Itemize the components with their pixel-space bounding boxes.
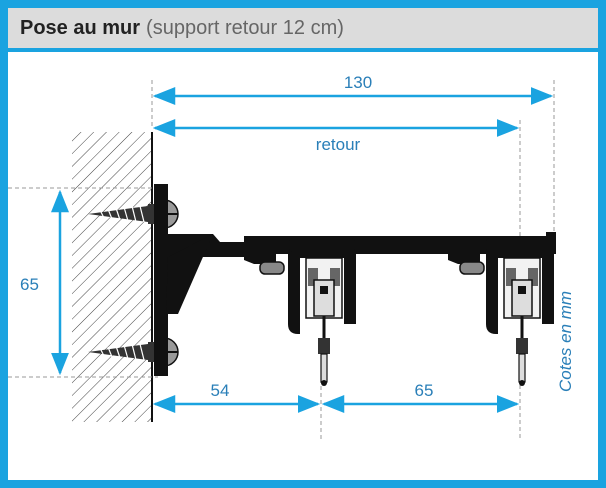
diagram-header: Pose au mur (support retour 12 cm) [8, 8, 598, 48]
mounting-drawing: 130 retour 65 54 65 [8, 73, 556, 440]
diagram-subtitle: (support retour 12 cm) [146, 16, 344, 39]
track-carrier-1 [259, 252, 356, 386]
dim-label-spacing: 65 [415, 381, 434, 400]
dimension-lines [51, 87, 554, 413]
dim-label-offset: 54 [211, 381, 230, 400]
bracket-profile [154, 184, 556, 376]
units-note: Cotes en mm [556, 290, 575, 392]
diagram-title: Pose au mur [20, 16, 141, 39]
wall [72, 132, 153, 422]
track-carrier-2 [459, 252, 554, 386]
diagram-panel: 130 retour 65 54 65 [8, 52, 598, 480]
dim-label-return: retour [316, 135, 361, 154]
dim-label-total: 130 [344, 73, 372, 92]
dim-label-height: 65 [20, 275, 39, 294]
